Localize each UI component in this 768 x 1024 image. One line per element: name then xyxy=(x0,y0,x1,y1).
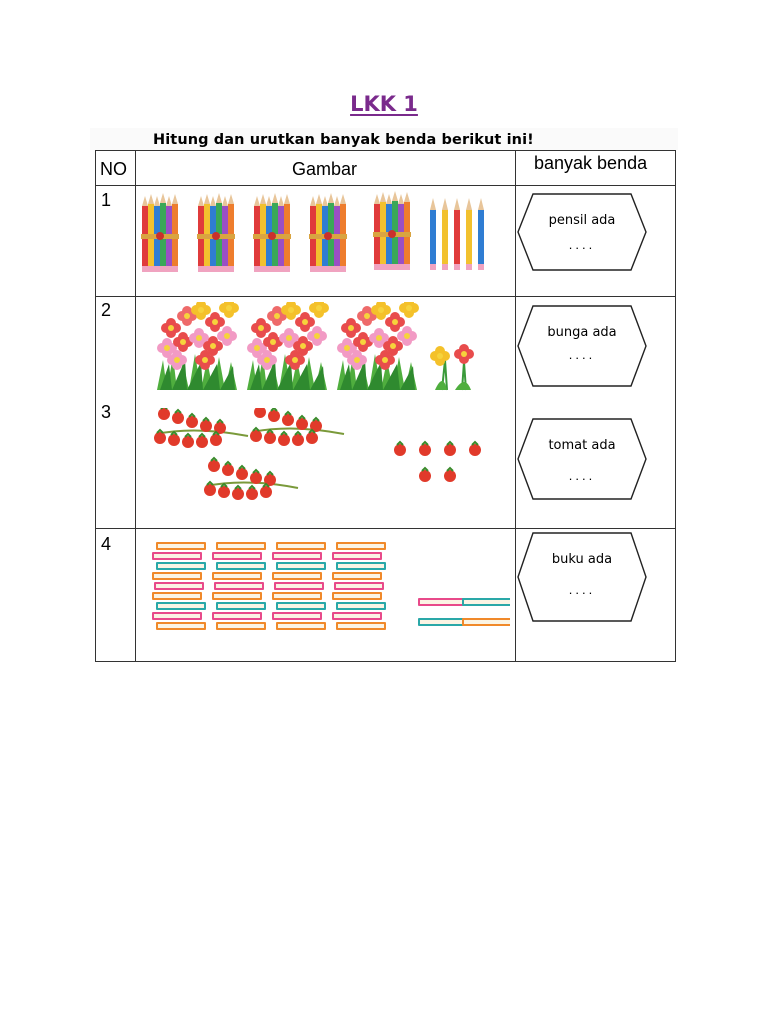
table-border-right xyxy=(675,150,676,662)
header-count: banyak benda xyxy=(534,153,648,173)
answer-dots-book: .... xyxy=(568,582,596,597)
table-border-bottom xyxy=(95,661,676,662)
tomato-clusters-icon xyxy=(150,408,482,518)
header-picture: Gambar xyxy=(292,159,358,179)
answer-box-flower[interactable]: bunga ada .... xyxy=(517,305,647,387)
worksheet-table: NO Gambar banyak benda 1 2 3 4 xyxy=(95,150,676,662)
row-number-2: 2 xyxy=(101,300,112,320)
instruction-strip xyxy=(90,128,678,150)
answer-dots-pencil: .... xyxy=(568,237,596,252)
answer-dots-flower: .... xyxy=(568,347,596,362)
answer-label-flower: bunga ada xyxy=(547,325,617,340)
worksheet-title-text: LKK 1 xyxy=(350,92,418,116)
row-divider-3 xyxy=(95,528,676,529)
hexagon-shape xyxy=(517,305,647,387)
column-divider-no xyxy=(135,150,136,662)
answer-box-book[interactable]: buku ada .... xyxy=(517,532,647,622)
hexagon-shape xyxy=(517,418,647,500)
answer-label-tomato: tomat ada xyxy=(548,438,616,453)
hexagon-shape xyxy=(517,193,647,271)
flower-bunches-icon xyxy=(155,302,474,391)
worksheet-title: LKK 1 xyxy=(0,92,768,116)
row-number-1: 1 xyxy=(101,190,112,210)
row-divider-header xyxy=(95,185,676,186)
header-no: NO xyxy=(100,159,127,179)
book-stacks-icon xyxy=(150,538,510,638)
pencil-bundles-icon xyxy=(141,191,484,272)
column-divider-count xyxy=(515,150,516,662)
answer-box-pencil[interactable]: pensil ada .... xyxy=(517,193,647,271)
table-border-top xyxy=(95,150,676,151)
hexagon-shape xyxy=(517,532,647,622)
answer-label-book: buku ada xyxy=(551,552,613,567)
answer-dots-tomato: .... xyxy=(568,468,596,483)
answer-label-pencil: pensil ada xyxy=(548,213,616,228)
table-border-left xyxy=(95,150,96,662)
instruction-text: Hitung dan urutkan banyak benda berikut … xyxy=(153,132,534,148)
row-number-4: 4 xyxy=(101,534,112,554)
row-number-3: 3 xyxy=(101,402,112,422)
row-divider-1 xyxy=(95,296,676,297)
answer-box-tomato[interactable]: tomat ada .... xyxy=(517,418,647,500)
